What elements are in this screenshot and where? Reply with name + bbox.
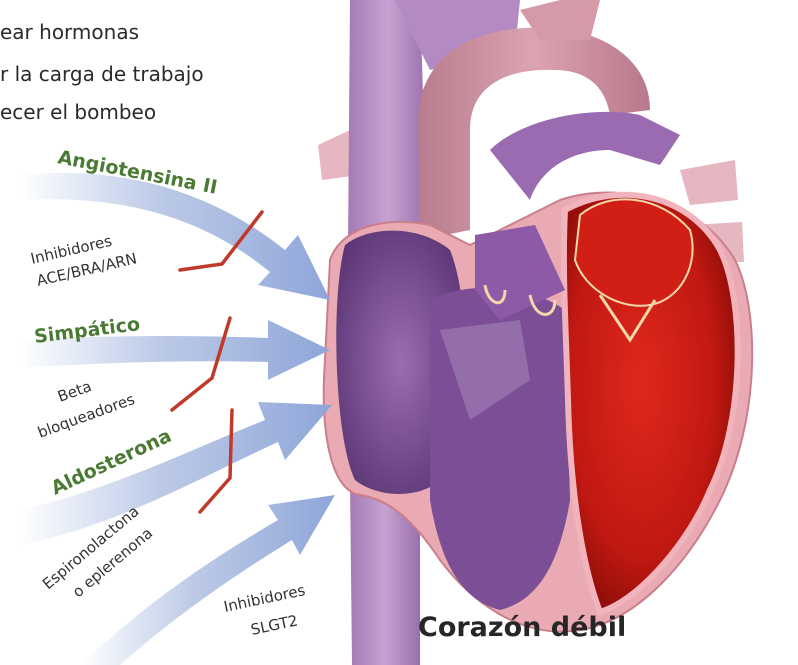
block-line-beta bbox=[172, 318, 230, 410]
inhibitor-label-beta-line1: Beta bbox=[55, 377, 94, 406]
pulmonary-artery bbox=[490, 112, 680, 200]
inhibitor-label-beta-line2: bloqueadores bbox=[35, 390, 137, 442]
inhibitor-label-slgt2-line2: SLGT2 bbox=[249, 611, 299, 639]
heart-illustration bbox=[318, 0, 752, 665]
intro-line-1: ear hormonas bbox=[0, 20, 139, 44]
intro-line-3: ecer el bombeo bbox=[0, 100, 156, 124]
inhibitor-label-slgt2-line1: Inhibidores bbox=[222, 581, 307, 616]
diagram-caption: Corazón débil bbox=[418, 612, 626, 643]
pulmonary-vein-right-top bbox=[680, 160, 738, 205]
intro-line-2: r la carga de trabajo bbox=[0, 62, 204, 86]
